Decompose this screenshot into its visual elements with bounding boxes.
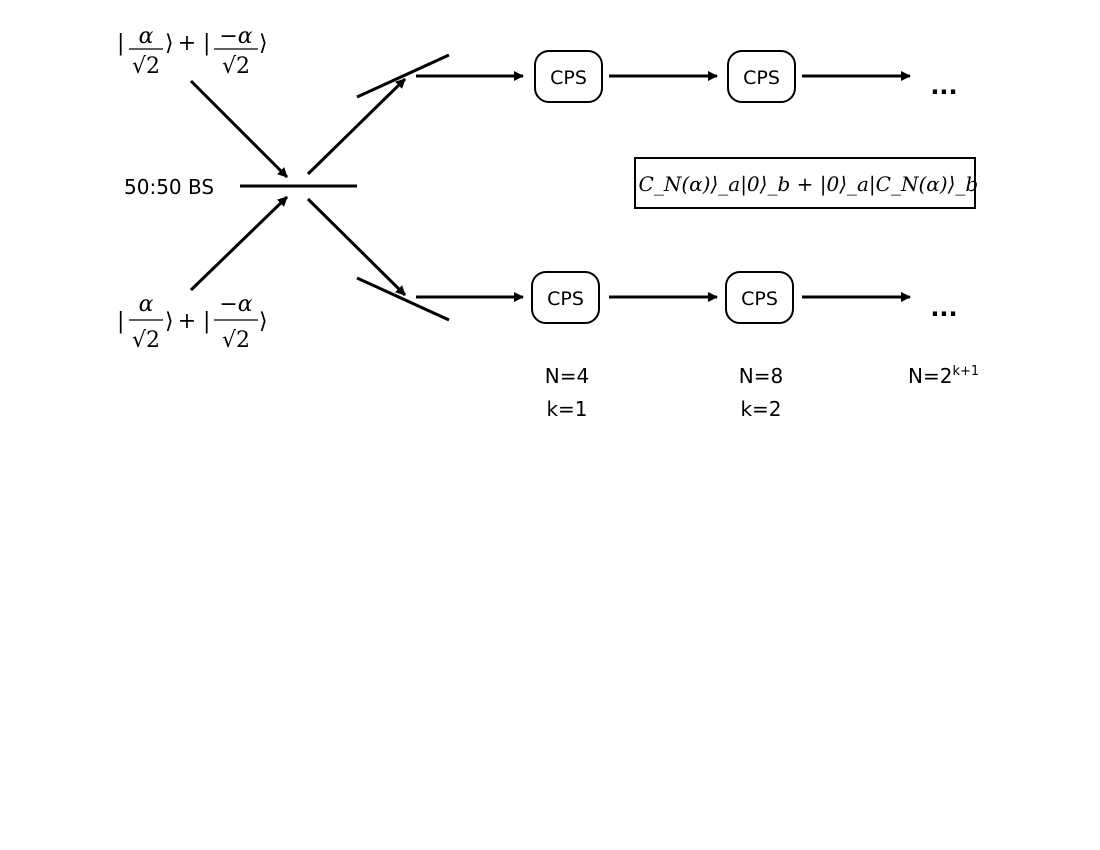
ket-open: | <box>117 309 124 334</box>
cps-label: CPS <box>741 288 778 310</box>
final-stage-n-label: N=2k+1 <box>908 364 979 388</box>
final-stage-n-exponent: k+1 <box>952 364 979 379</box>
cps-box-top-1 <box>534 50 603 103</box>
cps-box-top-2 <box>727 50 796 103</box>
mirror-bottom <box>356 276 450 322</box>
final-stage-n-prefix: N=2 <box>908 364 952 388</box>
cps-label: CPS <box>743 67 780 89</box>
output-state: |C_N(α)⟩_a|0⟩_b + |0⟩_a|C_N(α)⟩_b <box>632 172 978 197</box>
input-state-bottom: | α √2 ⟩ + | −α √2 ⟩ <box>117 292 268 353</box>
ket-close: ⟩ <box>259 31 268 56</box>
beam-splitter-label: 50:50 BS <box>124 175 214 199</box>
ket1-numerator: α <box>139 24 154 49</box>
cps-box-bottom-2 <box>725 271 794 324</box>
output-beam-arrow-top <box>306 77 407 176</box>
ket-close: ⟩ <box>165 309 174 334</box>
ket1-denominator: √2 <box>132 328 160 353</box>
mirror-top <box>356 53 450 99</box>
output-state-box <box>634 157 976 209</box>
cps-label: CPS <box>550 67 587 89</box>
ket2-denominator: √2 <box>222 54 250 79</box>
plus-sign: + <box>178 31 196 56</box>
ket2-numerator: −α <box>219 292 252 317</box>
stage-2-k-label: k=2 <box>740 397 781 421</box>
ket-open: | <box>203 309 210 334</box>
output-beam-arrow-bottom <box>306 197 407 297</box>
input-state-top: | α √2 ⟩ + | −α √2 ⟩ <box>117 24 268 79</box>
ket-close: ⟩ <box>165 31 174 56</box>
ellipsis-top: ... <box>930 72 957 100</box>
ket-close: ⟩ <box>259 309 268 334</box>
stage-2-n-label: N=8 <box>739 364 783 388</box>
plus-sign: + <box>178 309 196 334</box>
cps-label: CPS <box>547 288 584 310</box>
ket1-denominator: √2 <box>132 54 160 79</box>
cps-box-bottom-1 <box>531 271 600 324</box>
stage-1-k-label: k=1 <box>546 397 587 421</box>
stage-1-n-label: N=4 <box>545 364 589 388</box>
ket-open: | <box>203 31 210 56</box>
input-beam-arrow-bottom <box>189 195 289 292</box>
input-beam-arrow-top <box>189 79 289 179</box>
ket-open: | <box>117 31 124 56</box>
ellipsis-bottom: ... <box>930 294 957 322</box>
ket1-numerator: α <box>139 292 154 317</box>
ket2-denominator: √2 <box>222 328 250 353</box>
ket2-numerator: −α <box>219 24 252 49</box>
